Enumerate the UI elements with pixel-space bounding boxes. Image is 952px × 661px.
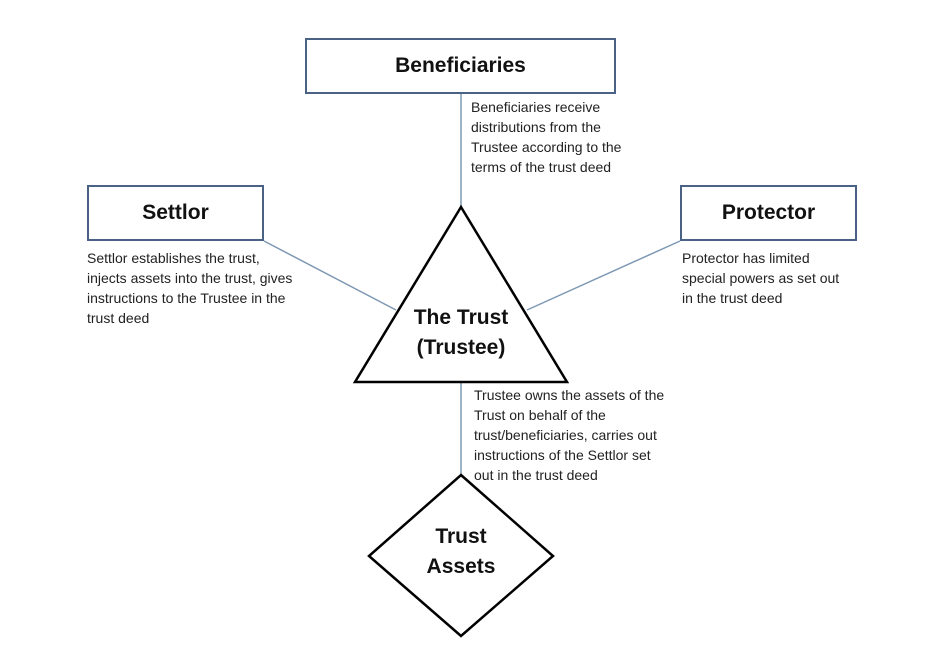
description-line: injects assets into the trust, gives: [87, 270, 293, 286]
assets-label-line2: Assets: [426, 555, 496, 578]
description-line: Trustee according to the: [471, 139, 622, 155]
protector-description: Protector has limited special powers as …: [682, 248, 839, 308]
description-line: in the trust deed: [682, 290, 783, 306]
description-line: trust deed: [87, 310, 150, 326]
description-line: trust/beneficiaries, carries out: [474, 427, 657, 443]
description-line: distributions from the: [471, 119, 601, 135]
description-line: instructions of the Settlor set: [474, 447, 651, 463]
edge-settlor-trust: [263, 240, 397, 311]
description-line: terms of the trust deed: [471, 159, 612, 175]
settlor-label: Settlor: [142, 201, 209, 224]
description-line: Settlor establishes the trust,: [87, 250, 260, 266]
assets-label-line1: Trust: [435, 525, 487, 548]
settlor-description: Settlor establishes the trust, injects a…: [87, 248, 292, 328]
trust-label-line1: The Trust: [413, 306, 509, 329]
description-line: Beneficiaries receive: [471, 99, 601, 115]
beneficiaries-description: Beneficiaries receive distributions from…: [471, 97, 621, 177]
assets-diamond: [367, 473, 555, 638]
trust-label-line2: (Trustee): [416, 336, 506, 359]
description-line: special powers as set out: [682, 270, 840, 286]
trust-description: Trustee owns the assets of the Trust on …: [474, 385, 664, 485]
settlor-box: Settlor: [87, 185, 264, 241]
description-line: instructions to the Trustee in the: [87, 290, 286, 306]
description-line: out in the trust deed: [474, 467, 598, 483]
trust-triangle: [352, 204, 570, 384]
edge-protector-trust: [526, 240, 681, 311]
trust-label: The Trust (Trustee): [381, 303, 541, 363]
description-line: Trustee owns the assets of the: [474, 387, 665, 403]
beneficiaries-label: Beneficiaries: [395, 54, 526, 77]
assets-label: Trust Assets: [401, 522, 521, 582]
description-line: Trust on behalf of the: [474, 407, 606, 423]
description-line: Protector has limited: [682, 250, 810, 266]
beneficiaries-box: Beneficiaries: [305, 38, 616, 94]
protector-box: Protector: [680, 185, 857, 241]
protector-label: Protector: [721, 201, 816, 224]
